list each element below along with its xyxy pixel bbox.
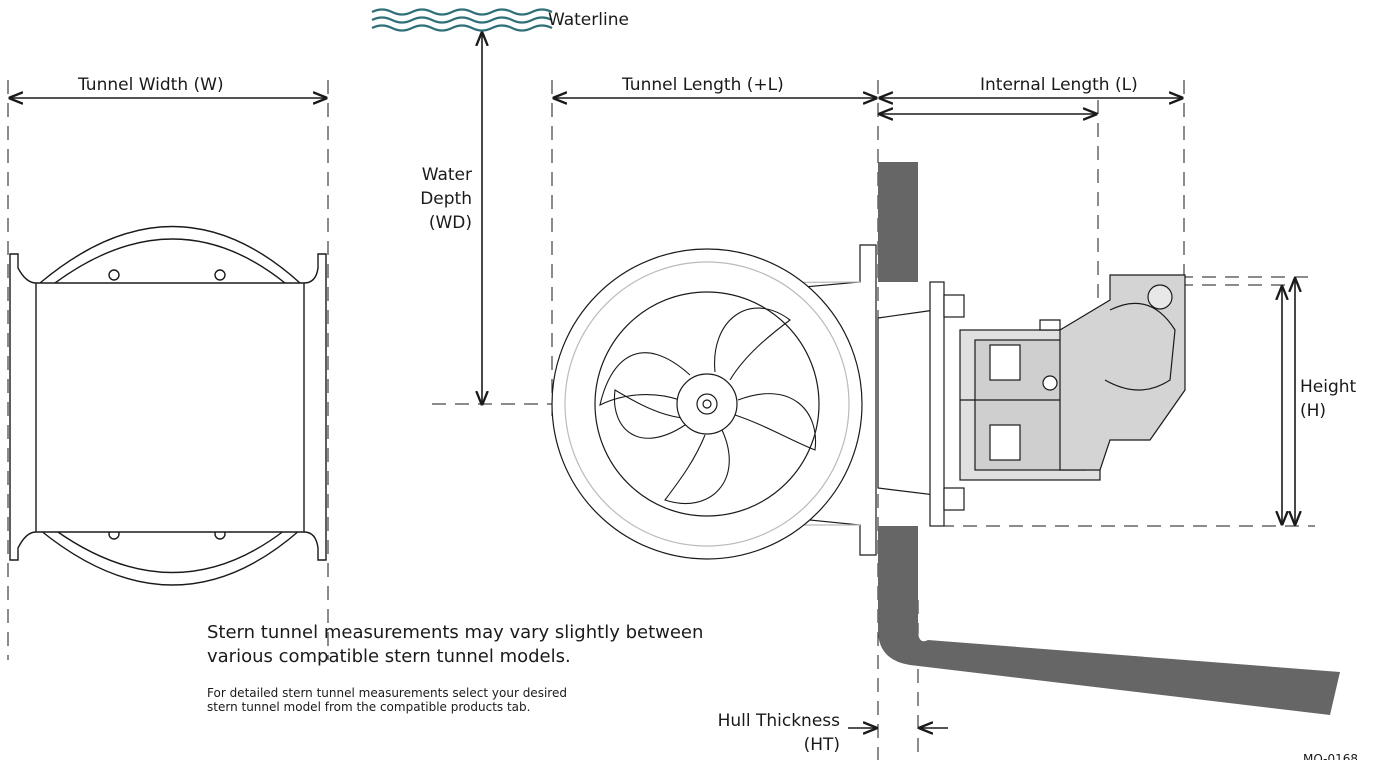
drawing-code: MQ-0168 <box>1303 752 1359 760</box>
water-depth-label-line3: (WD) <box>428 213 472 233</box>
tunnel-width-label: Tunnel Width (W) <box>78 75 224 95</box>
height-label-line1: Height <box>1300 377 1357 397</box>
internal-length-label: Internal Length (L) <box>980 75 1138 95</box>
reference-lines <box>7 80 1315 760</box>
tunnel-side-view <box>9 225 327 586</box>
propeller <box>551 248 863 560</box>
waterline-label: Waterline <box>548 10 629 30</box>
measurement-detail-note: For detailed stern tunnel measurements s… <box>207 686 567 714</box>
tunnel-length-label: Tunnel Length (+L) <box>622 75 784 95</box>
water-depth-label-line1: Water <box>421 165 472 185</box>
water-depth-label-line2: Depth <box>420 189 472 209</box>
hull-thickness-label-line2: (HT) <box>803 735 840 755</box>
waterline-icon <box>371 8 553 32</box>
height-label-line2: (H) <box>1300 401 1327 421</box>
hull-thickness-label-line1: Hull Thickness <box>717 711 840 731</box>
measurement-note: Stern tunnel measurements may vary sligh… <box>207 622 704 667</box>
dimension-arrows <box>10 33 1295 728</box>
motor-assembly <box>877 274 1186 527</box>
hull-section <box>878 162 1340 715</box>
